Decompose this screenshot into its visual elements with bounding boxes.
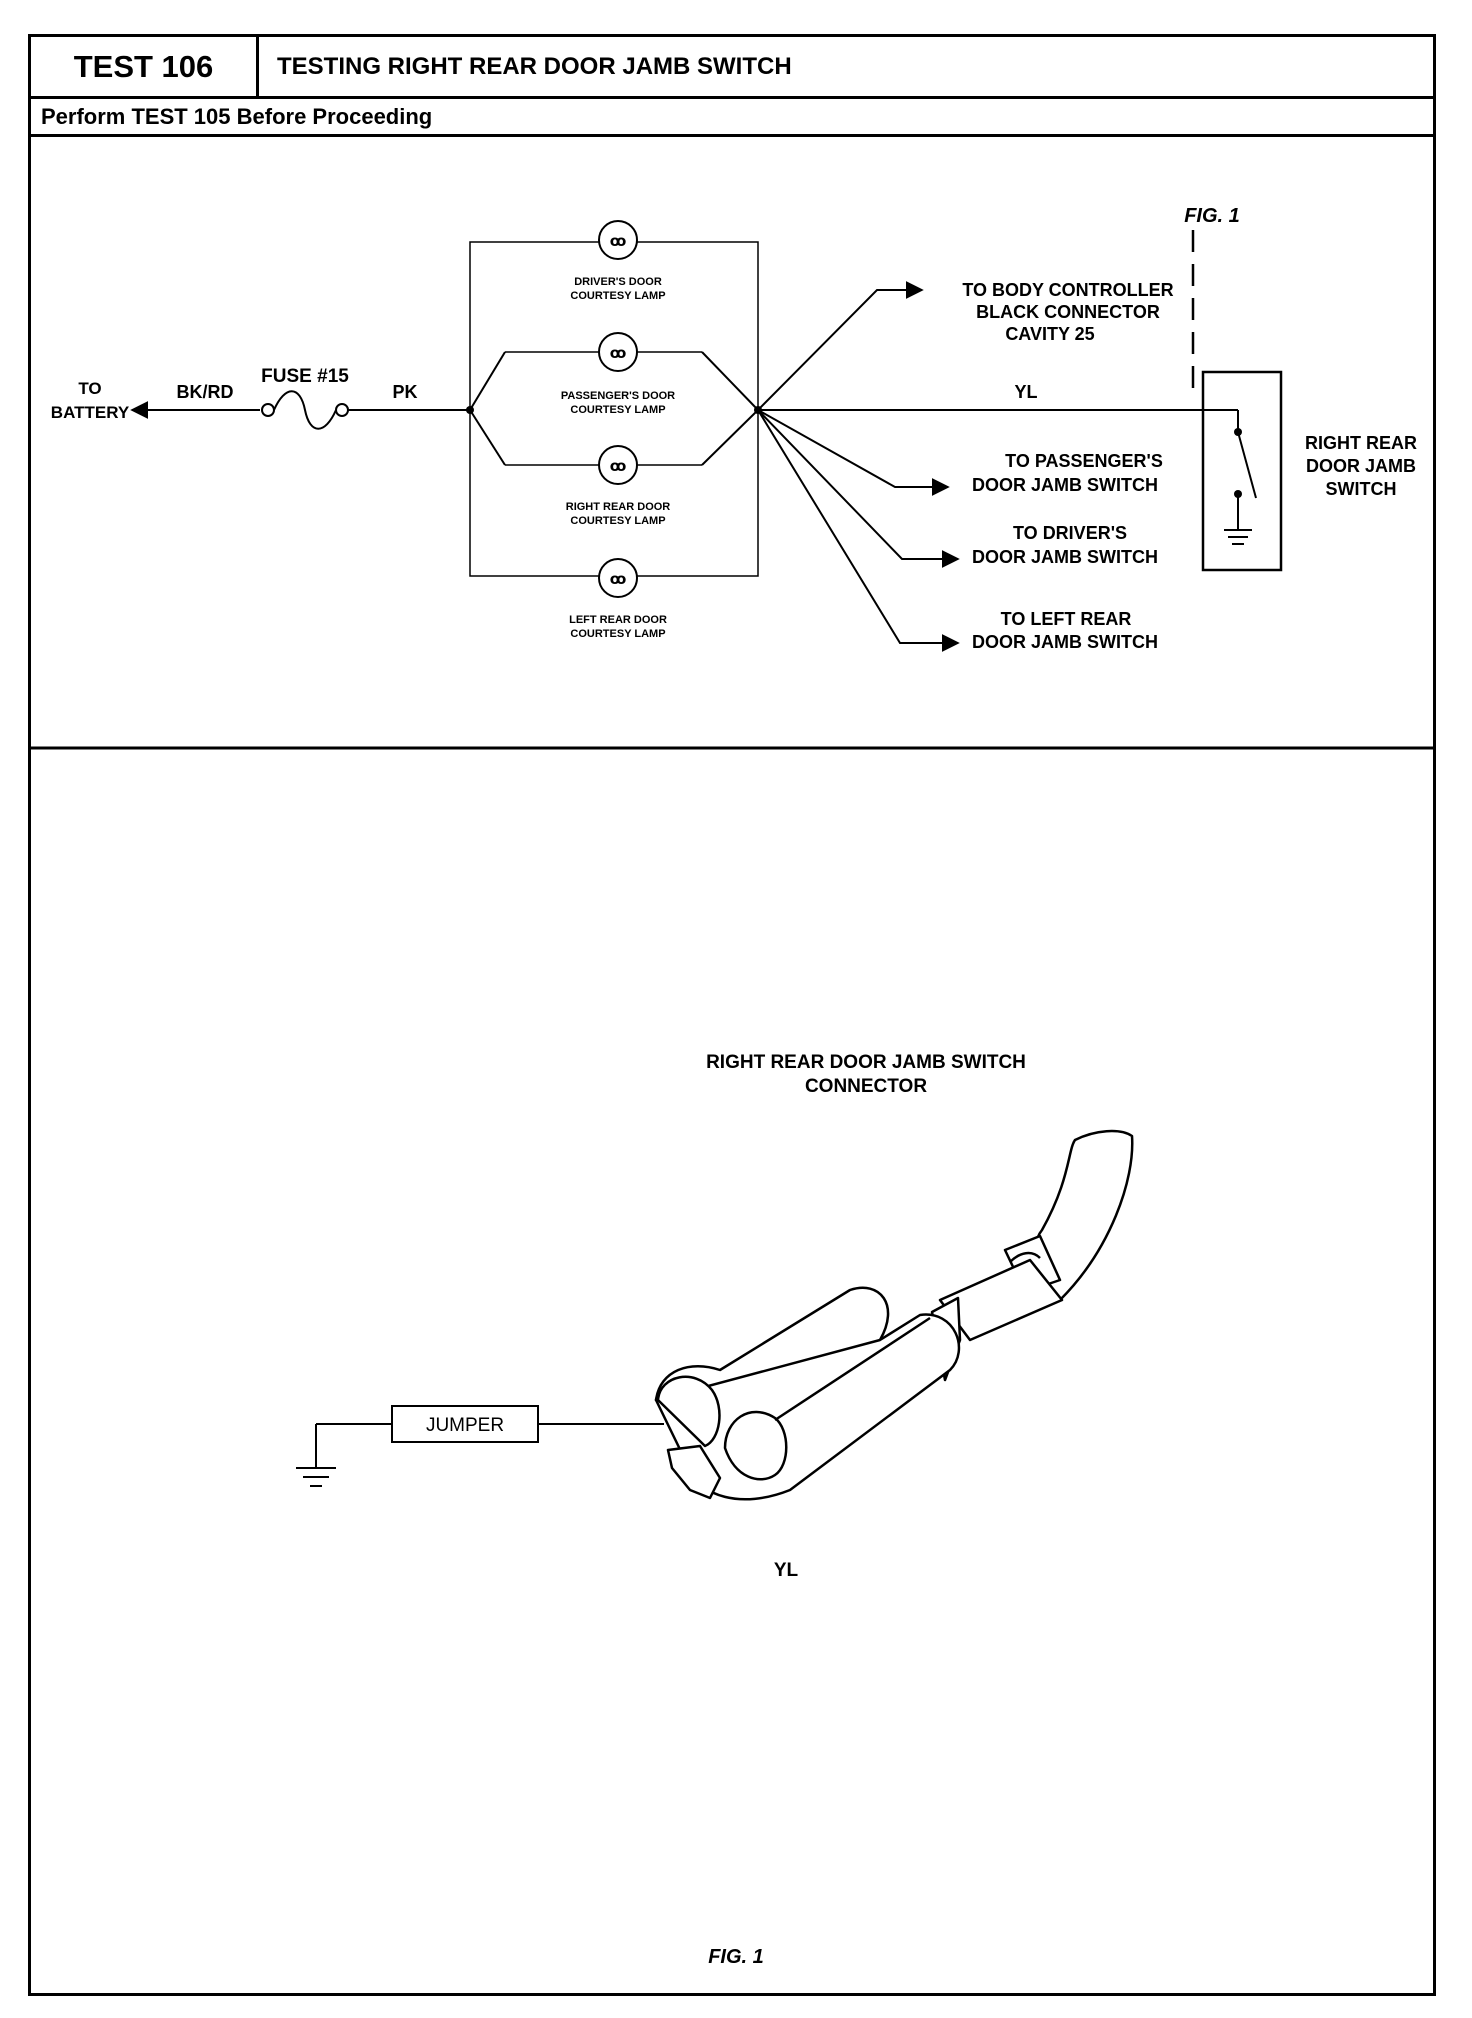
fig-label-top: FIG. 1 <box>1184 205 1240 227</box>
fuse-symbol <box>273 390 337 430</box>
body-controller-line3: CAVITY 25 <box>1005 324 1094 344</box>
lamp-right-rear-door: ꝏ RIGHT REAR DOOR COURTESY LAMP <box>566 445 671 527</box>
destination-line2: DOOR JAMB SWITCH <box>972 475 1158 495</box>
lamp-passengers-door: ꝏ PASSENGER'S DOOR COURTESY LAMP <box>561 332 675 416</box>
prerequisite-note: Perform TEST 105 Before Proceeding <box>31 99 1433 137</box>
svg-text:ꝏ: ꝏ <box>610 233 627 250</box>
svg-text:ꝏ: ꝏ <box>610 345 627 362</box>
right-rear-jamb-switch <box>1201 370 1283 572</box>
destination-line1: TO DRIVER'S <box>1013 523 1127 543</box>
header-row: TEST 106 TESTING RIGHT REAR DOOR JAMB SW… <box>31 37 1433 99</box>
switch-label-line3: SWITCH <box>1326 479 1397 499</box>
connector-title-line2: CONNECTOR <box>805 1076 927 1097</box>
switch-label-line2: DOOR JAMB <box>1306 456 1416 476</box>
destination-line2: DOOR JAMB SWITCH <box>972 632 1158 652</box>
wire-to-body-controller <box>757 281 924 411</box>
destination-line2: DOOR JAMB SWITCH <box>972 547 1158 567</box>
connector-title-line1: RIGHT REAR DOOR JAMB SWITCH <box>706 1052 1026 1073</box>
fuse-terminal-right <box>335 403 349 417</box>
jamb-switch-connector <box>654 1129 1134 1501</box>
body-controller-line1: TO BODY CONTROLLER <box>962 280 1173 300</box>
svg-text:ꝏ: ꝏ <box>610 571 627 588</box>
test-title: TESTING RIGHT REAR DOOR JAMB SWITCH <box>277 53 792 80</box>
wire-label-bkrd: BK/RD <box>177 382 234 402</box>
body-controller-line2: BLACK CONNECTOR <box>976 302 1160 322</box>
lamp-label: COURTESY LAMP <box>570 290 665 302</box>
lamp-left-rear-door: ꝏ LEFT REAR DOOR COURTESY LAMP <box>569 558 667 640</box>
wire-to-drivers-switch <box>757 409 960 568</box>
connector-wire-label: YL <box>774 1560 799 1581</box>
jumper-assembly: JUMPER <box>296 1405 664 1487</box>
lamp-drivers-door: ꝏ DRIVER'S DOOR COURTESY LAMP <box>570 220 666 302</box>
test-id: TEST 106 <box>31 37 259 96</box>
battery-label-line1: TO <box>78 379 101 398</box>
svg-text:ꝏ: ꝏ <box>610 458 627 475</box>
battery-label-line2: BATTERY <box>51 403 130 422</box>
fig-label-bottom: FIG. 1 <box>708 1946 764 1968</box>
lamp-label: COURTESY LAMP <box>570 404 665 416</box>
wire-label-yl: YL <box>1014 382 1037 402</box>
destination-line1: TO PASSENGER'S <box>1005 451 1163 471</box>
fuse-label: FUSE #15 <box>261 366 349 387</box>
lamp-label: COURTESY LAMP <box>570 628 665 640</box>
wire-label-pk: PK <box>392 382 417 402</box>
lamp-label: DRIVER'S DOOR <box>574 276 662 288</box>
destination-line1: TO LEFT REAR <box>1001 609 1132 629</box>
wire-to-passengers-switch <box>757 409 950 496</box>
fuse-terminal-left <box>261 403 275 417</box>
wire-to-left-rear-switch <box>757 409 960 652</box>
test-page: TEST 106 TESTING RIGHT REAR DOOR JAMB SW… <box>28 34 1436 1996</box>
lamp-label: PASSENGER'S DOOR <box>561 390 675 402</box>
lamp-label: LEFT REAR DOOR <box>569 614 667 626</box>
switch-label-line1: RIGHT REAR <box>1305 433 1417 453</box>
jumper-label: JUMPER <box>426 1415 504 1436</box>
lamp-label: COURTESY LAMP <box>570 515 665 527</box>
lamp-label: RIGHT REAR DOOR <box>566 501 671 513</box>
